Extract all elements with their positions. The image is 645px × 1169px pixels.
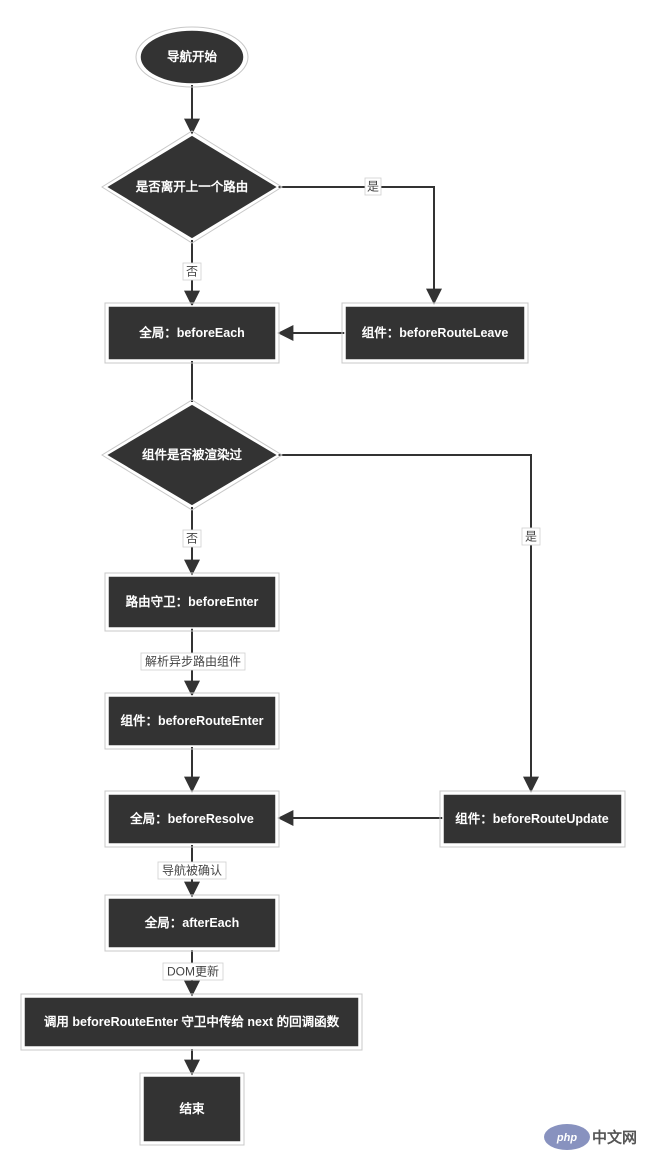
svg-text:是: 是 (367, 180, 379, 194)
node-call-next-callback: 调用 beforeRouteEnter 守卫中传给 next 的回调函数 (20, 993, 363, 1051)
node-end: 结束 (139, 1072, 245, 1146)
svg-text:是否离开上一个路由: 是否离开上一个路由 (135, 179, 249, 194)
node-comp-before-route-leave: 组件：beforeRouteLeave (341, 302, 529, 364)
node-leave-decision: 是否离开上一个路由 (101, 130, 283, 244)
svg-text:组件是否被渲染过: 组件是否被渲染过 (142, 447, 243, 462)
edge-label-rendered-no: 否 (182, 529, 202, 548)
svg-text:结束: 结束 (179, 1101, 205, 1116)
node-comp-before-route-update: 组件：beforeRouteUpdate (439, 790, 626, 848)
svg-text:导航开始: 导航开始 (167, 49, 218, 64)
svg-text:组件：beforeRouteLeave: 组件：beforeRouteLeave (362, 325, 509, 340)
svg-text:否: 否 (186, 532, 198, 546)
edge-label-rendered-yes: 是 (521, 527, 541, 546)
svg-text:否: 否 (186, 265, 198, 279)
node-rendered-decision: 组件是否被渲染过 (101, 399, 283, 511)
svg-text:组件：beforeRouteEnter: 组件：beforeRouteEnter (120, 713, 263, 728)
svg-text:全局：beforeEach: 全局：beforeEach (138, 325, 245, 340)
edge-labels: 是 否 是 否 解析异步路由组件 导航被确认 DOM更新 (140, 177, 541, 981)
svg-text:路由守卫：beforeEnter: 路由守卫：beforeEnter (126, 594, 259, 609)
edge-label-nav-confirmed: 导航被确认 (157, 861, 227, 880)
svg-text:导航被确认: 导航被确认 (162, 863, 222, 878)
watermark-site-text: 中文网 (592, 1129, 637, 1147)
watermark: php 中文网 (544, 1124, 637, 1150)
node-global-before-resolve: 全局：beforeResolve (104, 790, 280, 848)
php-logo: php (544, 1124, 590, 1150)
edges (184, 85, 539, 1076)
svg-text:全局：beforeResolve: 全局：beforeResolve (129, 811, 254, 826)
edge-label-dom-update: DOM更新 (162, 962, 224, 981)
node-global-before-each: 全局：beforeEach (104, 302, 280, 364)
svg-text:全局：afterEach: 全局：afterEach (144, 915, 239, 930)
node-global-after-each: 全局：afterEach (104, 894, 280, 952)
node-comp-before-route-enter: 组件：beforeRouteEnter (104, 692, 280, 750)
edge-leave-yes (278, 186, 442, 305)
edge-rendered-yes (278, 454, 539, 793)
svg-text:解析异步路由组件: 解析异步路由组件 (145, 654, 241, 669)
svg-text:是: 是 (525, 530, 537, 544)
svg-text:php: php (556, 1132, 577, 1144)
edge-label-leave-no: 否 (182, 262, 202, 281)
node-start: 导航开始 (135, 26, 249, 88)
edge-label-leave-yes: 是 (364, 177, 382, 196)
svg-text:DOM更新: DOM更新 (167, 964, 219, 979)
svg-text:调用 beforeRouteEnter 守卫中传给 next: 调用 beforeRouteEnter 守卫中传给 next 的回调函数 (44, 1014, 340, 1029)
node-route-before-enter: 路由守卫：beforeEnter (104, 572, 280, 632)
svg-text:组件：beforeRouteUpdate: 组件：beforeRouteUpdate (455, 811, 609, 826)
edge-label-resolve-async: 解析异步路由组件 (140, 652, 246, 671)
